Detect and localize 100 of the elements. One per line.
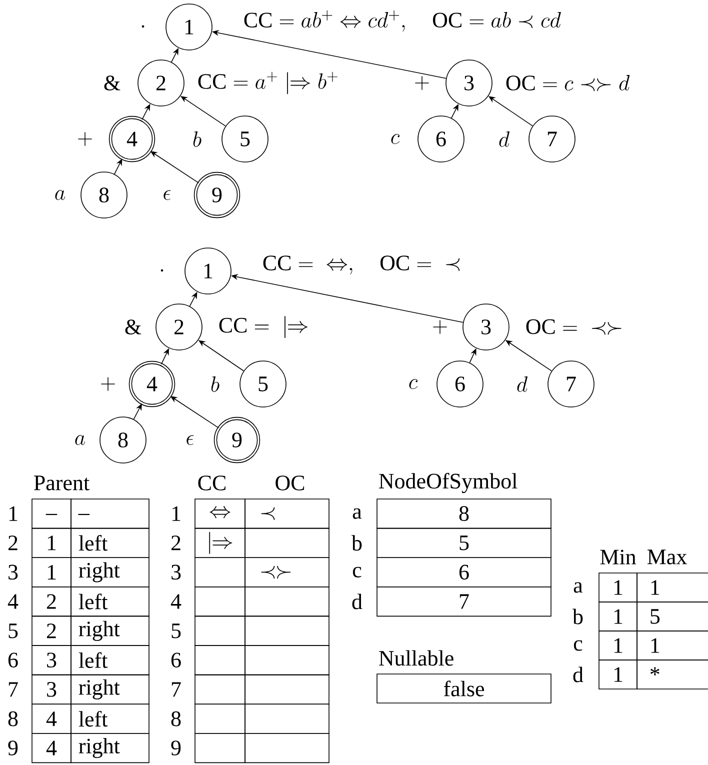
table-cell: _ (32, 498, 72, 529)
tree-node: 8 (80, 172, 128, 218)
tree-node: 5 (240, 360, 286, 408)
tree-node: 1 (166, 4, 212, 50)
row-label: a (574, 582, 583, 593)
row-label: 9 (171, 740, 181, 756)
tree-node: 4 (108, 116, 156, 162)
row-label: 5 (8, 624, 18, 638)
operator-label: $a$ (75, 435, 85, 445)
tree-node: 3 (446, 60, 492, 106)
table-cell: 4 (32, 733, 72, 764)
operator-label: $d$ (499, 131, 510, 147)
tree-node: 6 (418, 116, 464, 162)
operator-label: $+$ (433, 320, 447, 334)
operator-label: $+$ (101, 377, 115, 391)
table-title: NodeOfSymbol (379, 472, 518, 494)
table-cell: 1 (636, 572, 708, 602)
table-title: Nullable (379, 650, 454, 666)
table-cell: 1 (32, 528, 72, 558)
table-cell: left (70, 528, 150, 558)
tree-node: 2 (138, 60, 184, 106)
table-cell: 1 (598, 572, 638, 602)
column-header: Max (647, 550, 687, 564)
row-label: 3 (172, 564, 181, 580)
row-label: 4 (8, 594, 18, 609)
row-label: 4 (170, 594, 182, 609)
operator-label: $\epsilon$ (186, 435, 194, 445)
table-cell: $\prec$ (244, 498, 330, 529)
table-cell: 8 (376, 498, 552, 529)
constraint-label: $\mathrm{OC} = c \mathrel{\prec\mkern-1mu\succ} d$ (506, 74, 630, 92)
table-cell: 5 (376, 528, 552, 558)
row-label: 5 (172, 624, 181, 638)
operator-label: $\&$ (125, 320, 142, 334)
operator-label: $b$ (211, 376, 220, 392)
table-title: Parent (34, 476, 90, 490)
operator-label: $+$ (78, 132, 92, 146)
table-cell: 3 (32, 674, 72, 704)
row-label: 8 (8, 711, 18, 726)
table-cell: 1 (636, 630, 708, 660)
table-cell: $\prec\mkern-1mu\succ$ (244, 557, 330, 588)
operator-label: $\&$ (104, 76, 120, 90)
operator-label: $\epsilon$ (164, 190, 171, 200)
table-cell: right (70, 616, 150, 646)
constraint-label: $\mathrm{CC} = a^{+} \mathrel{|\!\!\Rightarrow} b^{+}$ (198, 72, 338, 94)
row-label: d (352, 594, 362, 610)
row-label: b (352, 535, 362, 551)
table-cell: left (70, 704, 150, 734)
tree-node: 2 (156, 304, 202, 350)
table-cell: 1 (598, 660, 638, 690)
operator-label: $c$ (409, 379, 418, 389)
table-cell: 1 (32, 557, 72, 588)
table-cell: left (70, 645, 150, 676)
table-cell: false (376, 674, 552, 704)
operator-label: $\cdot$ (142, 25, 144, 28)
table-cell: 4 (32, 704, 72, 734)
table-cell: $\mathrel{|\!\!\Rightarrow}$ (194, 528, 246, 558)
row-label: 3 (8, 564, 18, 580)
constraint-label: $\mathrm{CC} = ab^{+} \Leftrightarrow cd^{+},\quad \mathrm{OC} = ab \prec cd$ (244, 10, 561, 32)
row-label: 7 (172, 682, 181, 697)
table-cell: _ (70, 498, 150, 529)
tree-node: 8 (100, 416, 146, 464)
tree-node: 6 (436, 360, 484, 408)
operator-label: $\cdot$ (160, 269, 164, 272)
row-label: 9 (8, 740, 18, 756)
column-header: OC (276, 476, 304, 490)
row-label: 2 (8, 536, 18, 550)
operator-label: $+$ (415, 76, 429, 90)
table-cell: 5 (636, 602, 708, 632)
tree-node: 4 (128, 360, 176, 408)
row-label: 2 (171, 536, 180, 550)
constraint-label: $\mathrm{OC} = {}\mathrel{\prec\mkern-1mu\succ}$ (526, 319, 622, 335)
constraint-label: $\mathrm{CC} = {}\mathrel{|\!\!\Rightarrow}$ (219, 316, 308, 338)
row-label: 1 (172, 506, 180, 521)
operator-label: $d$ (517, 376, 528, 392)
operator-label: $b$ (193, 131, 202, 147)
table-cell: right (70, 674, 150, 704)
operator-label: $a$ (55, 190, 65, 200)
tree-node: 5 (222, 116, 268, 162)
table-cell: $\Leftrightarrow$ (194, 498, 246, 529)
table-cell: 2 (32, 586, 72, 617)
tree-node: 1 (184, 248, 232, 294)
row-label: a (352, 508, 362, 519)
row-label: 1 (9, 506, 18, 521)
constraint-label: $\mathrm{CC} = {}\Leftrightarrow,\quad \mathrm{OC} = {}\prec$ (263, 256, 460, 274)
row-label: 6 (171, 652, 181, 668)
tree-node: 7 (528, 116, 576, 162)
table-cell: * (636, 660, 708, 690)
column-header: CC (198, 476, 226, 490)
table-cell: 1 (598, 630, 638, 660)
row-label: 6 (8, 652, 18, 668)
operator-label: $c$ (391, 134, 400, 144)
tree-node: 9 (214, 416, 260, 464)
tree-node: 7 (548, 360, 594, 408)
tree-node: 9 (194, 172, 240, 218)
table-cell: 7 (376, 586, 552, 617)
table-cell: 6 (376, 557, 552, 588)
table-cell: right (70, 557, 150, 588)
tree-node: 3 (462, 304, 510, 350)
table-cell: left (70, 586, 150, 617)
row-label: 7 (8, 682, 18, 697)
